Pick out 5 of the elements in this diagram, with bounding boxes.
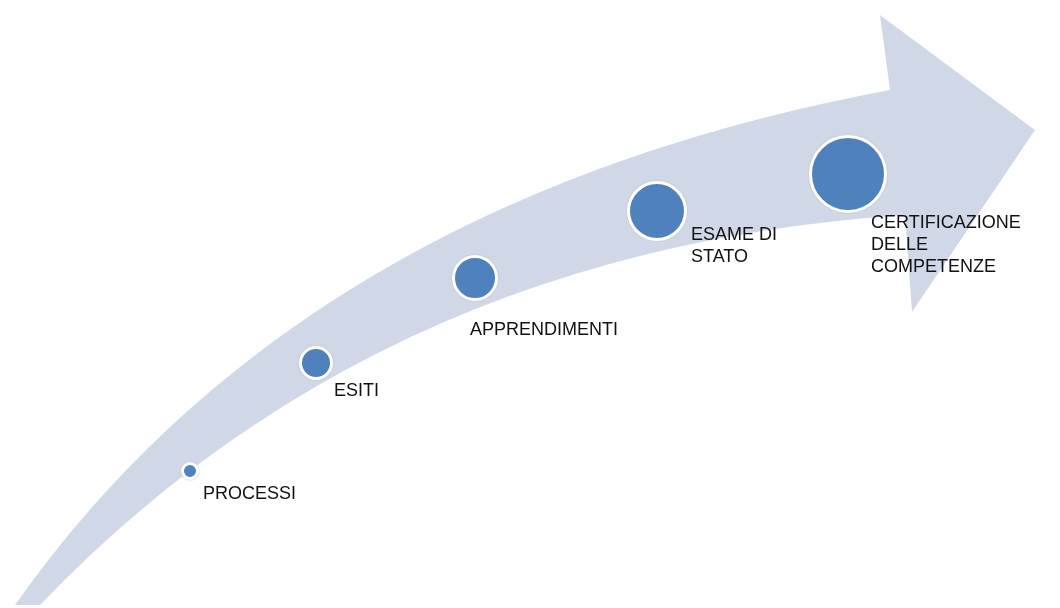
milestone-label: ESAME DI STATO xyxy=(691,223,779,267)
milestone-label: PROCESSI xyxy=(203,482,298,504)
milestone-label: APPRENDIMENTI xyxy=(470,318,620,340)
milestone-label: CERTIFICAZIONE DELLE COMPETENZE xyxy=(871,211,1022,277)
milestone-label: ESITI xyxy=(334,379,380,401)
